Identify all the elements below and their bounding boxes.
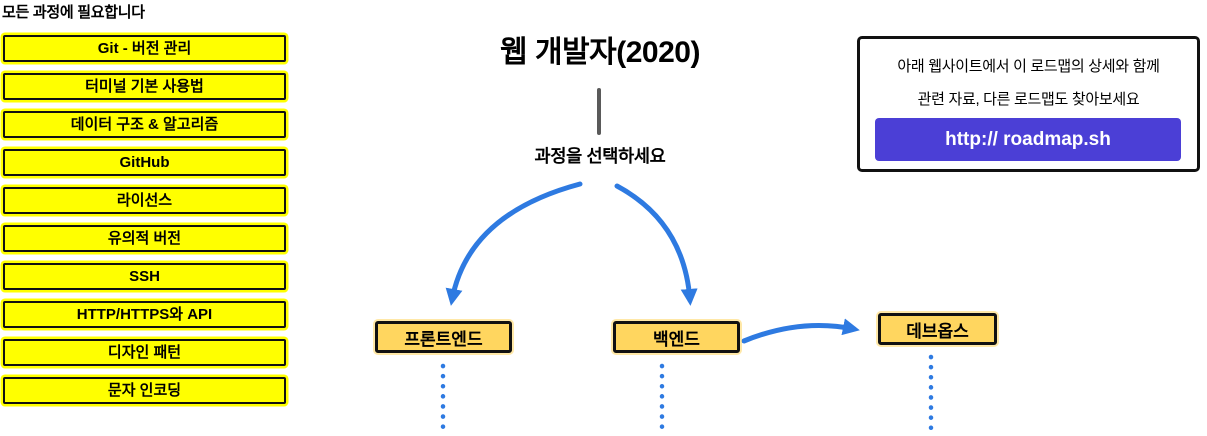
topic-github[interactable]: GitHub bbox=[3, 149, 286, 176]
title-stem-line bbox=[597, 88, 601, 135]
topic-http-api[interactable]: HTTP/HTTPS와 API bbox=[3, 301, 286, 328]
topic-semver[interactable]: 유의적 버전 bbox=[3, 225, 286, 252]
topic-git[interactable]: Git - 버전 관리 bbox=[3, 35, 286, 62]
info-text-line2: 관련 자료, 다른 로드맵도 찾아보세요 bbox=[917, 91, 1140, 108]
required-for-all-note: 모든 과정에 필요합니다 bbox=[2, 4, 145, 21]
course-node-devops[interactable]: 데브옵스 bbox=[878, 313, 997, 345]
topic-ssh[interactable]: SSH bbox=[3, 263, 286, 290]
course-node-frontend[interactable]: 프론트엔드 bbox=[375, 321, 512, 353]
info-text-line1: 아래 웹사이트에서 이 로드맵의 상세와 함께 bbox=[897, 58, 1160, 75]
pick-course-prompt: 과정을 선택하세요 bbox=[534, 146, 666, 166]
page-title: 웹 개발자(2020) bbox=[500, 36, 700, 69]
topic-terminal[interactable]: 터미널 기본 사용법 bbox=[3, 73, 286, 100]
website-info-box: 아래 웹사이트에서 이 로드맵의 상세와 함께 관련 자료, 다른 로드맵도 찾… bbox=[857, 36, 1200, 172]
topic-character-encoding[interactable]: 문자 인코딩 bbox=[3, 377, 286, 404]
topic-licenses[interactable]: 라이선스 bbox=[3, 187, 286, 214]
arrow-to-devops-icon bbox=[741, 318, 860, 344]
course-node-backend[interactable]: 백엔드 bbox=[613, 321, 740, 353]
common-topics-list: Git - 버전 관리 터미널 기본 사용법 데이터 구조 & 알고리즘 Git… bbox=[3, 35, 286, 404]
topic-data-structures[interactable]: 데이터 구조 & 알고리즘 bbox=[3, 111, 286, 138]
topic-design-patterns[interactable]: 디자인 패턴 bbox=[3, 339, 286, 366]
roadmap-url-button[interactable]: http:// roadmap.sh bbox=[875, 118, 1181, 161]
arrow-to-frontend-icon bbox=[445, 181, 583, 306]
arrow-to-backend-icon bbox=[614, 183, 698, 306]
